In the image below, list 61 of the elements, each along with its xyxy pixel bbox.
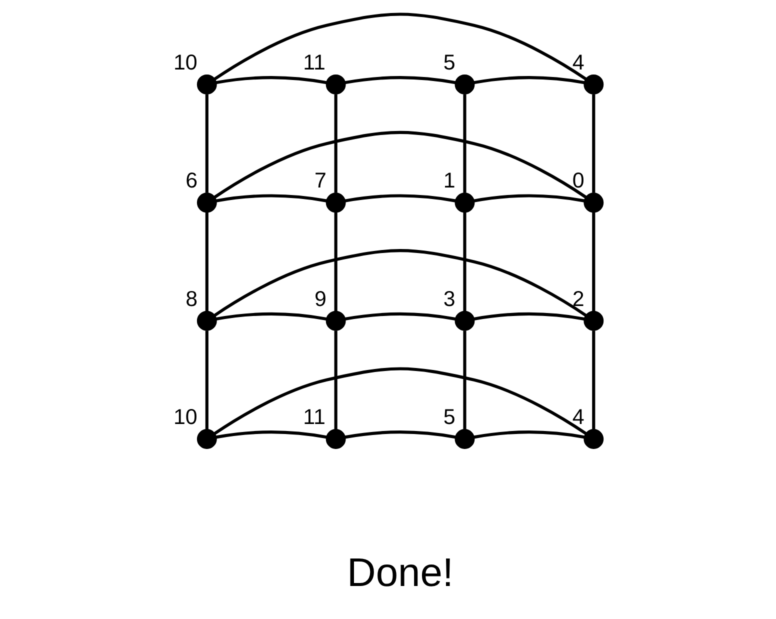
connector — [344, 76, 456, 84]
node-circle — [196, 310, 217, 331]
label: Done! — [347, 551, 454, 596]
connector — [474, 194, 585, 202]
node-circle — [454, 74, 475, 94]
connector — [216, 430, 327, 439]
connector — [216, 312, 327, 321]
node-circle — [196, 192, 217, 213]
node-circle — [326, 429, 346, 449]
node-label: 10 — [173, 404, 198, 429]
node-label: 10 — [173, 50, 198, 74]
connector — [344, 194, 456, 202]
node-label: 5 — [443, 50, 456, 74]
node-circle — [584, 310, 604, 331]
connector — [214, 130, 587, 199]
node-circle — [454, 429, 475, 449]
connector — [474, 430, 585, 439]
connector — [205, 94, 208, 193]
node-label: 7 — [314, 168, 326, 193]
node-label: 6 — [186, 168, 198, 193]
node-label: 11 — [303, 50, 326, 74]
connector — [592, 212, 596, 312]
connector — [592, 94, 596, 193]
connector — [214, 249, 587, 317]
connector — [334, 330, 338, 430]
connector — [463, 330, 466, 430]
node-circle — [196, 429, 217, 449]
connector — [205, 212, 208, 312]
connector — [205, 330, 208, 430]
node-circle — [584, 74, 604, 94]
connector — [344, 312, 456, 321]
node-label: 11 — [303, 404, 326, 429]
connector — [474, 76, 585, 84]
connector — [216, 194, 327, 202]
connector — [474, 312, 585, 321]
connector — [216, 76, 327, 84]
node-circle — [326, 192, 346, 213]
connector — [463, 94, 466, 193]
node-label: 8 — [186, 286, 198, 311]
node-circle — [196, 74, 217, 94]
node-circle — [454, 310, 475, 331]
node-circle — [326, 310, 346, 331]
node-circle — [454, 192, 475, 213]
connector — [334, 212, 338, 312]
node-label: 9 — [314, 286, 326, 311]
node-circle — [584, 429, 604, 449]
node-label: 4 — [572, 404, 584, 429]
node-label: 2 — [572, 286, 584, 311]
node-circle — [326, 74, 346, 94]
connector — [334, 94, 338, 193]
node-label: 1 — [443, 168, 456, 193]
node-circle — [584, 192, 604, 213]
connector — [344, 430, 456, 439]
connector — [592, 330, 596, 430]
connector — [463, 212, 466, 312]
node-label: 0 — [572, 168, 584, 193]
node-label: 3 — [443, 286, 456, 311]
node-label: 4 — [572, 50, 584, 74]
connector — [214, 367, 587, 435]
connector — [214, 12, 587, 80]
node-label: 5 — [443, 404, 456, 429]
